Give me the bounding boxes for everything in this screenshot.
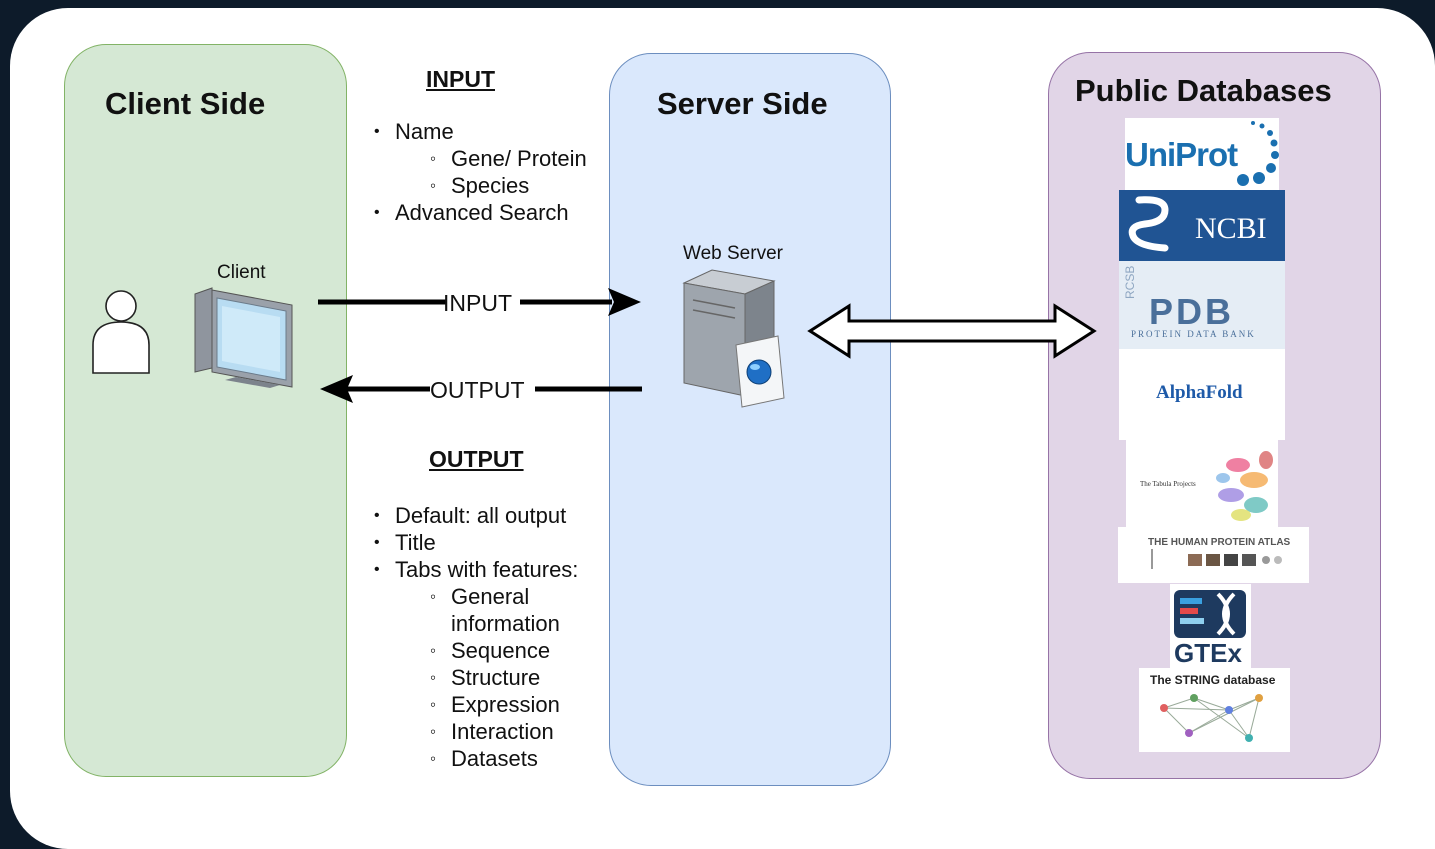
pdb-sub-text: PROTEIN DATA BANK — [1131, 329, 1256, 339]
output-arrow-label: OUTPUT — [430, 377, 525, 403]
alphafold-logo: AlphaFold — [1119, 349, 1285, 440]
uniprot-logo: UniProt — [1125, 118, 1279, 190]
client-label: Client — [217, 262, 266, 283]
hpa-logo-text: THE HUMAN PROTEIN ATLAS — [1148, 537, 1291, 548]
input-heading: INPUT — [426, 66, 495, 92]
server-side-title: Server Side — [657, 86, 828, 121]
list-item: Tabs with features: — [373, 556, 578, 583]
list-item: Name — [373, 118, 587, 145]
list-item: Advanced Search — [373, 199, 587, 226]
list-item: Expression — [373, 691, 578, 718]
list-item: Title — [373, 529, 578, 556]
string-logo-text: The STRING database — [1150, 673, 1276, 687]
human-protein-atlas-logo: THE HUMAN PROTEIN ATLAS — [1118, 527, 1309, 583]
list-item: Interaction — [373, 718, 578, 745]
list-item: Structure — [373, 664, 578, 691]
pdb-logo-text: PDB — [1149, 291, 1235, 332]
gtex-logo-text: GTEx — [1174, 638, 1242, 668]
client-side-title: Client Side — [105, 86, 266, 121]
uniprot-logo-text: UniProt — [1125, 136, 1238, 173]
public-databases-title: Public Databases — [1075, 73, 1332, 108]
server-side-panel — [609, 53, 891, 786]
output-heading: OUTPUT — [429, 446, 524, 472]
ncbi-logo: NCBI — [1119, 190, 1285, 261]
tabula-projects-logo: The Tabula Projects — [1126, 440, 1278, 527]
list-item: Datasets — [373, 745, 578, 772]
list-item: Species — [373, 172, 587, 199]
string-database-logo: The STRING database — [1139, 668, 1290, 752]
alphafold-logo-text: AlphaFold — [1156, 382, 1243, 403]
client-side-panel — [64, 44, 347, 777]
computer-icon — [194, 287, 293, 388]
list-item: Gene/ Protein — [373, 145, 587, 172]
list-item: information — [451, 611, 560, 636]
web-server-icon — [682, 269, 785, 408]
gtex-logo: GTEx — [1170, 584, 1251, 668]
list-item: Default: all output — [373, 502, 578, 529]
output-list: Default: all output Title Tabs with feat… — [373, 502, 578, 772]
pdb-side-text: RCSB — [1123, 265, 1137, 299]
list-item: General — [373, 583, 578, 610]
web-server-label: Web Server — [683, 243, 783, 264]
input-arrow — [318, 288, 641, 316]
input-arrow-label: INPUT — [443, 290, 512, 316]
bidirectional-arrow — [807, 303, 1097, 359]
output-arrow — [320, 375, 642, 403]
input-list: Name Gene/ Protein Species Advanced Sear… — [373, 118, 587, 226]
tabula-logo-text: The Tabula Projects — [1140, 480, 1196, 488]
list-item: Sequence — [373, 637, 578, 664]
pdb-logo: RCSB PDB PROTEIN DATA BANK — [1119, 261, 1285, 349]
ncbi-logo-text: NCBI — [1195, 212, 1267, 245]
user-icon — [92, 290, 150, 374]
